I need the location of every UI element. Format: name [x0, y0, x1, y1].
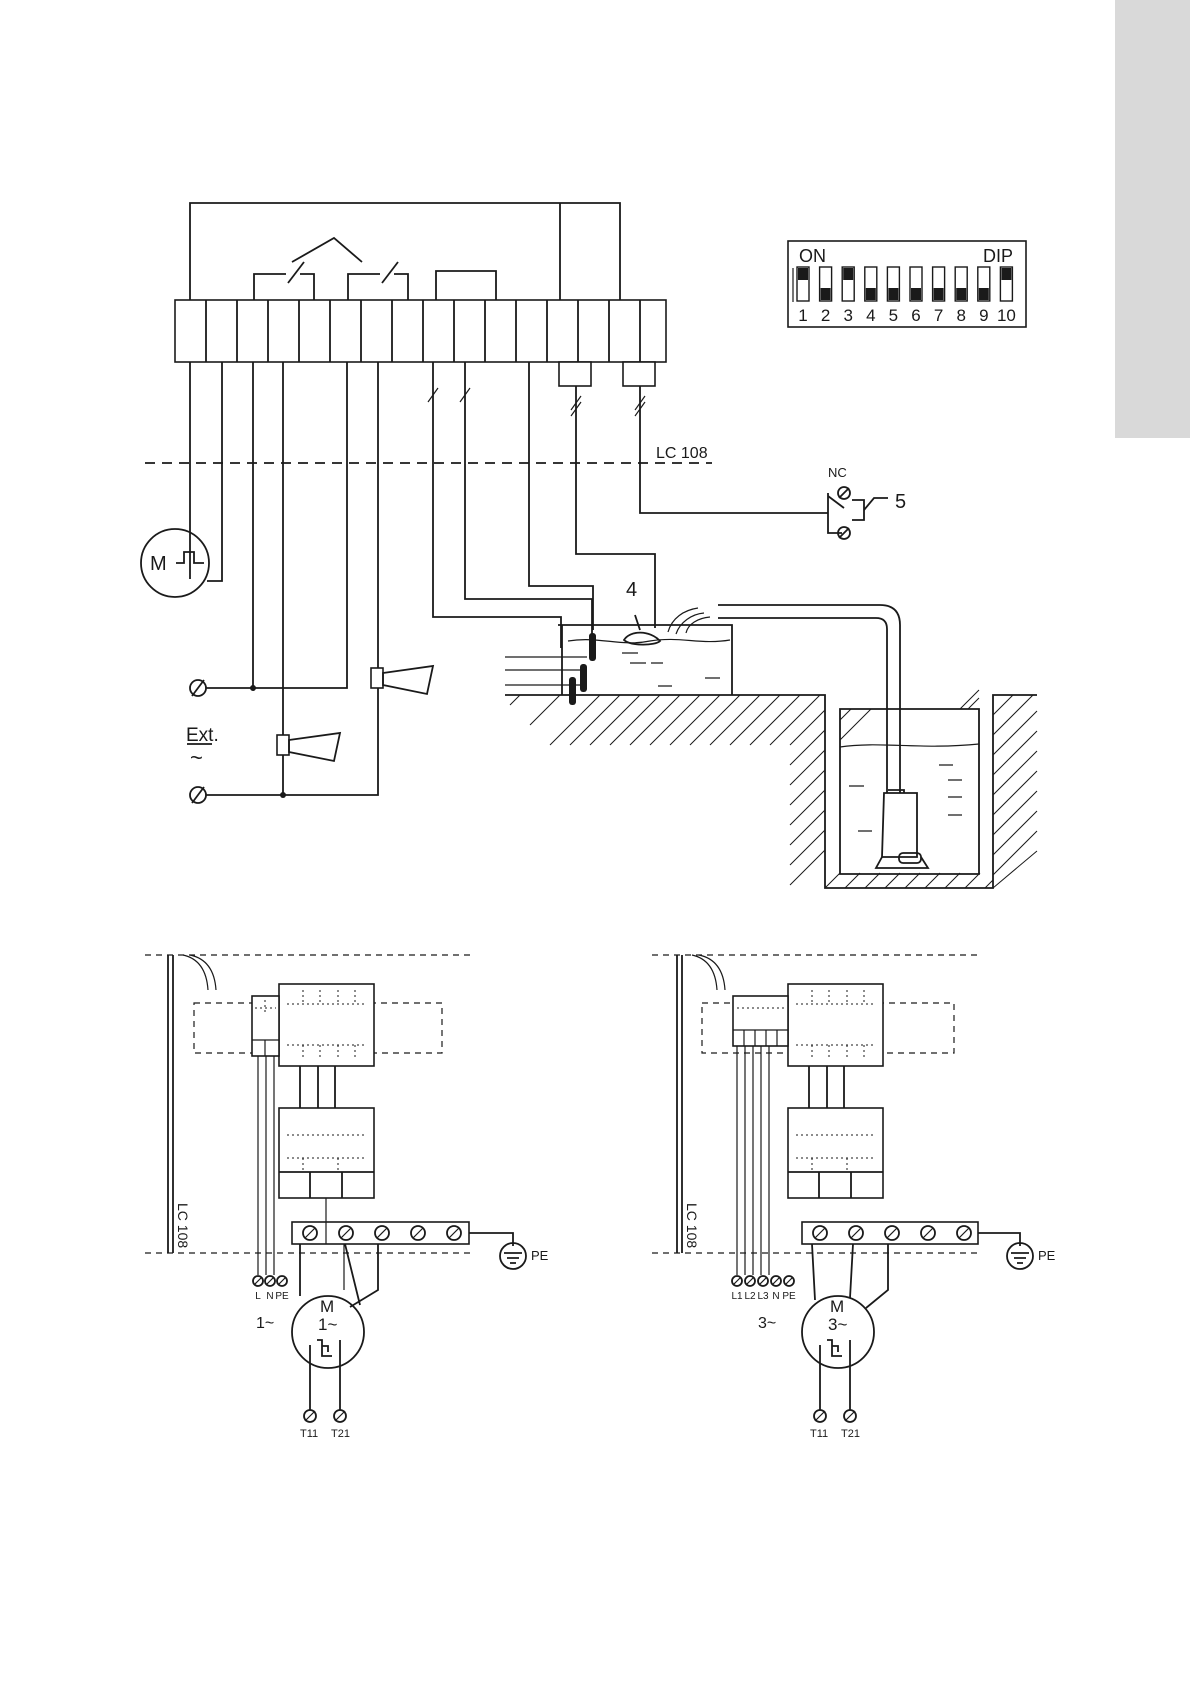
- alarm-horn-2: [277, 733, 340, 761]
- lc108-label-left: LC 108: [175, 1203, 191, 1248]
- dip-switch-1: [797, 267, 809, 301]
- lc108-label-right: LC 108: [684, 1203, 700, 1248]
- motor-phase-left: 1~: [318, 1315, 337, 1334]
- dip-number-4: 4: [866, 306, 875, 325]
- thermal-t21-left: T21: [331, 1428, 350, 1440]
- dip-switch-9: [978, 267, 990, 301]
- motor-label-left: M: [320, 1297, 334, 1316]
- nc-label: NC: [828, 465, 847, 480]
- nc-switch: NC 5: [828, 465, 906, 539]
- thermal-t11-right: T11: [810, 1428, 828, 1440]
- dip-switch-6: [910, 267, 922, 301]
- terminal-block: [175, 300, 666, 362]
- phase-label-right: 3~: [758, 1315, 776, 1332]
- dip-switch-8: [955, 267, 967, 301]
- dip-switch-10: [1000, 267, 1012, 301]
- ext-label: Ext.: [186, 725, 219, 746]
- dip-switch-7: [933, 267, 945, 301]
- motor-phase-right: 3~: [828, 1315, 847, 1334]
- alarm-horn-1: [371, 666, 433, 694]
- dip-switch-3: [842, 267, 854, 301]
- dip-switch-4: [865, 267, 877, 301]
- left-terminal-l: L: [255, 1291, 261, 1302]
- dip-number-6: 6: [911, 306, 920, 325]
- dip-switch-5: [887, 267, 899, 301]
- motor-label: M: [150, 553, 167, 575]
- right-terminal-n: N: [772, 1291, 779, 1302]
- single-phase-connection: LC 108 PE: [145, 955, 549, 1440]
- dip-number-10: 10: [997, 306, 1016, 325]
- dip-number-1: 1: [798, 306, 807, 325]
- pe-label-left: PE: [531, 1248, 549, 1263]
- dip-number-3: 3: [843, 306, 852, 325]
- left-terminal-pe: PE: [275, 1291, 289, 1302]
- item-4-callout: 4: [626, 579, 637, 601]
- ext-symbol: ~: [190, 745, 203, 770]
- dip-number-5: 5: [889, 306, 898, 325]
- phase-label-left: 1~: [256, 1315, 274, 1332]
- dip-on-label: ON: [799, 246, 826, 266]
- dip-number-7: 7: [934, 306, 943, 325]
- item-5-callout: 5: [895, 491, 906, 513]
- thermal-t21-right: T21: [841, 1428, 860, 1440]
- controller-label: LC 108: [656, 445, 708, 462]
- dip-number-9: 9: [979, 306, 988, 325]
- right-terminal-pe: PE: [782, 1291, 796, 1302]
- dip-switch-2: [820, 267, 832, 301]
- dip-number-8: 8: [956, 306, 965, 325]
- right-terminal-l1: L1: [731, 1291, 743, 1302]
- left-terminal-n: N: [266, 1291, 273, 1302]
- thermal-t11-left: T11: [300, 1428, 318, 1440]
- right-terminal-l3: L3: [757, 1291, 769, 1302]
- motor-symbol: M: [141, 529, 209, 597]
- tank-electrodes: 4: [505, 579, 732, 705]
- right-terminal-l2: L2: [744, 1291, 756, 1302]
- dip-number-2: 2: [821, 306, 830, 325]
- pe-label-right: PE: [1038, 1248, 1056, 1263]
- ground-and-pit: [505, 605, 1037, 888]
- motor-label-right: M: [830, 1297, 844, 1316]
- dip-label: DIP: [983, 246, 1013, 266]
